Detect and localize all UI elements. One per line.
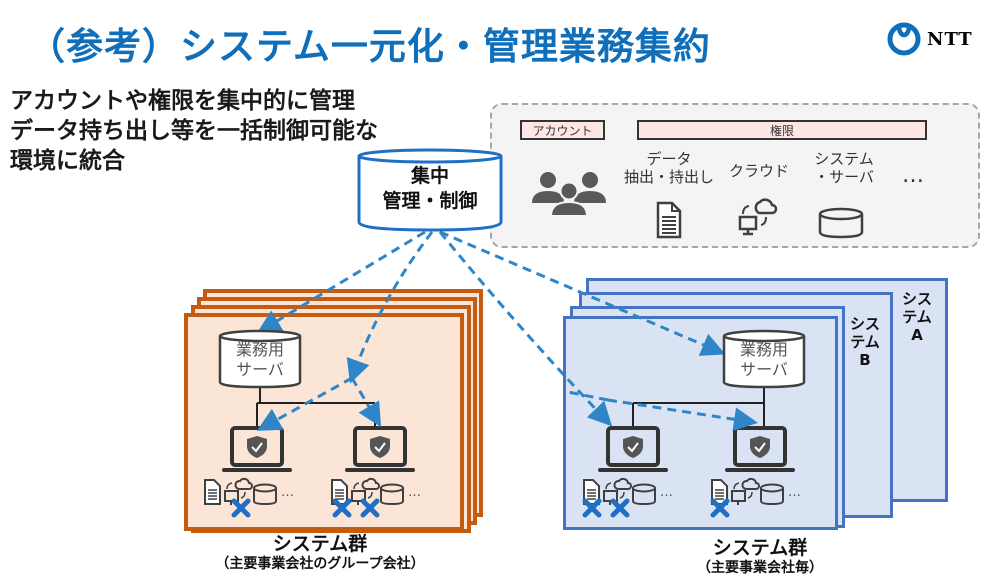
database-icon xyxy=(760,483,784,506)
dashed-arrow xyxy=(607,398,758,432)
blocked-x-icon xyxy=(610,498,630,518)
cloud-sync-icon xyxy=(738,198,778,236)
logo-text: NTT xyxy=(927,28,973,50)
connection-tree xyxy=(632,388,765,428)
endpoint-icons: … xyxy=(204,477,294,518)
description-line: アカウントや権限を集中的に管理 xyxy=(10,88,355,114)
permission-label: 権限 xyxy=(637,120,927,140)
server-label: 業務用 サーバ xyxy=(739,340,788,379)
dashed-arrow xyxy=(439,230,726,356)
document-icon xyxy=(583,479,600,505)
cloud-sync-icon xyxy=(731,477,760,505)
central-cylinder-icon xyxy=(357,148,503,232)
dashed-arrow xyxy=(256,230,426,334)
server-cylinder-icon xyxy=(722,329,806,389)
description-line: データ持ち出し等を一括制御可能な xyxy=(10,118,378,144)
data-export-label: データ 抽出・持出し xyxy=(623,150,714,186)
ntt-logo: NTT xyxy=(887,22,973,56)
cloud-sync-icon xyxy=(603,477,632,505)
blocked-x-icon xyxy=(231,498,251,518)
laptop-icon xyxy=(725,426,795,472)
database-icon xyxy=(253,483,277,506)
shield-check-icon xyxy=(370,436,390,458)
endpoint-icons: … xyxy=(710,477,801,518)
central-management-server: 集中 管理・制御 xyxy=(357,148,503,232)
ellipsis-icon: … xyxy=(281,485,294,500)
ellipsis-icon: … xyxy=(660,485,673,500)
blocked-x-icon xyxy=(710,498,730,518)
cloud-sync-icon xyxy=(351,477,380,505)
laptop-icon xyxy=(345,426,415,472)
ellipsis-icon: … xyxy=(408,485,421,500)
dashed-arrow xyxy=(567,390,609,402)
database-icon xyxy=(380,483,404,506)
users-icon xyxy=(532,172,606,217)
dashed-arrow xyxy=(438,231,613,427)
database-icon xyxy=(818,207,864,239)
page-title: （参考）システム一元化・管理業務集約 xyxy=(28,25,711,68)
document-icon xyxy=(656,201,682,239)
laptop-icon xyxy=(598,426,668,472)
dashed-arrow xyxy=(256,376,353,431)
description-line: 環境に統合 xyxy=(10,148,125,174)
managed-items-panel: アカウント 権限 データ 抽出・持出し クラウド システム ・サーバ … xyxy=(490,103,980,248)
ellipsis-icon: … xyxy=(788,485,801,500)
description: アカウントや権限を集中的に管理 データ持ち出し等を一括制御可能な 環境に統合 xyxy=(10,86,378,176)
group-label-company: システム群 （主要事業会社のグループ会社） xyxy=(215,533,425,572)
blocked-x-icon xyxy=(360,498,380,518)
shield-check-icon xyxy=(623,436,643,458)
cloud-label: クラウド xyxy=(728,162,789,180)
business-server-company: 業務用 サーバ xyxy=(218,329,302,389)
account-label: アカウント xyxy=(520,120,605,140)
document-icon xyxy=(204,479,221,505)
blocked-x-icon xyxy=(332,498,352,518)
central-label: 集中 管理・制御 xyxy=(382,165,478,212)
system-server-label: システム ・サーバ xyxy=(814,150,874,186)
group-label-business: システム群 （主要事業会社毎） xyxy=(697,537,823,576)
connection-tree xyxy=(256,388,376,428)
database-icon xyxy=(632,483,656,506)
shield-check-icon xyxy=(750,436,770,458)
laptop-icon xyxy=(222,426,292,472)
ntt-logo-icon xyxy=(887,22,921,56)
blocked-x-icon xyxy=(582,498,602,518)
system-a-label: シス テム A xyxy=(901,290,932,344)
dashed-arrow xyxy=(350,377,382,428)
endpoint-icons: … xyxy=(331,477,421,518)
server-label: 業務用 サーバ xyxy=(235,340,284,379)
business-server-business: 業務用 サーバ xyxy=(722,329,806,389)
shield-check-icon xyxy=(247,436,267,458)
ellipsis-icon: … xyxy=(902,163,926,188)
document-icon xyxy=(331,479,348,505)
server-cylinder-icon xyxy=(218,329,302,389)
dashed-arrow xyxy=(346,231,434,384)
endpoint-icons: … xyxy=(582,477,673,518)
system-b-label: シス テム B xyxy=(849,315,880,369)
